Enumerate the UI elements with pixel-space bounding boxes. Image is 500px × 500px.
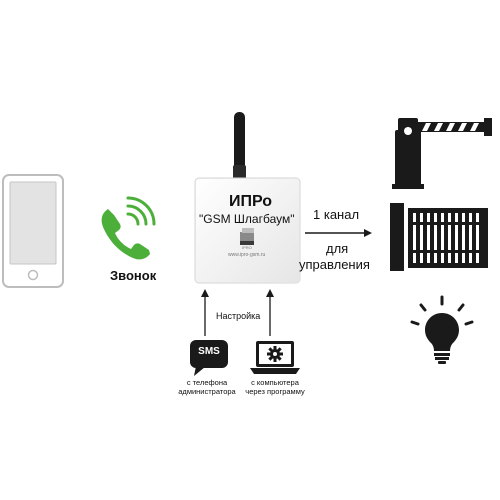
sms-caption: с телефона администратора	[172, 378, 242, 396]
light-bulb-icon	[410, 295, 474, 364]
boom-barrier-icon	[392, 118, 492, 189]
channel-label-line1: 1 канал	[313, 207, 360, 222]
sms-bubble-icon	[190, 340, 228, 376]
gsm-device	[194, 177, 301, 284]
sms-caption-line2: администратора	[178, 387, 236, 396]
phone-call-icon	[101, 196, 156, 260]
laptop-up-arrow	[266, 289, 274, 336]
smartphone-icon	[2, 174, 64, 288]
device-subtitle: "GSM Шлагбаум"	[199, 212, 295, 226]
channel-label-line3: управления	[299, 257, 370, 272]
settings-label: Настройка	[216, 311, 261, 321]
device-logo	[240, 228, 254, 245]
antenna-icon	[233, 112, 246, 179]
channel-label-line2: для	[326, 241, 349, 256]
laptop-gear-icon	[250, 341, 300, 374]
device-website: www.ipro-gsm.ru	[228, 252, 266, 258]
computer-caption-line1: с компьютера	[251, 378, 299, 387]
device-logo-text: IPRO	[242, 245, 252, 250]
control-arrow	[305, 229, 372, 237]
device-title: ИПРо	[229, 193, 273, 210]
sms-up-arrow	[201, 289, 209, 336]
sms-caption-line1: с телефона	[186, 378, 228, 387]
sms-icon-text: SMS	[198, 346, 220, 357]
sliding-gate-icon	[390, 203, 488, 271]
computer-caption-line2: через программу	[245, 387, 305, 396]
call-label: Звонок	[110, 268, 157, 283]
computer-caption: с компьютера через программу	[240, 378, 310, 396]
